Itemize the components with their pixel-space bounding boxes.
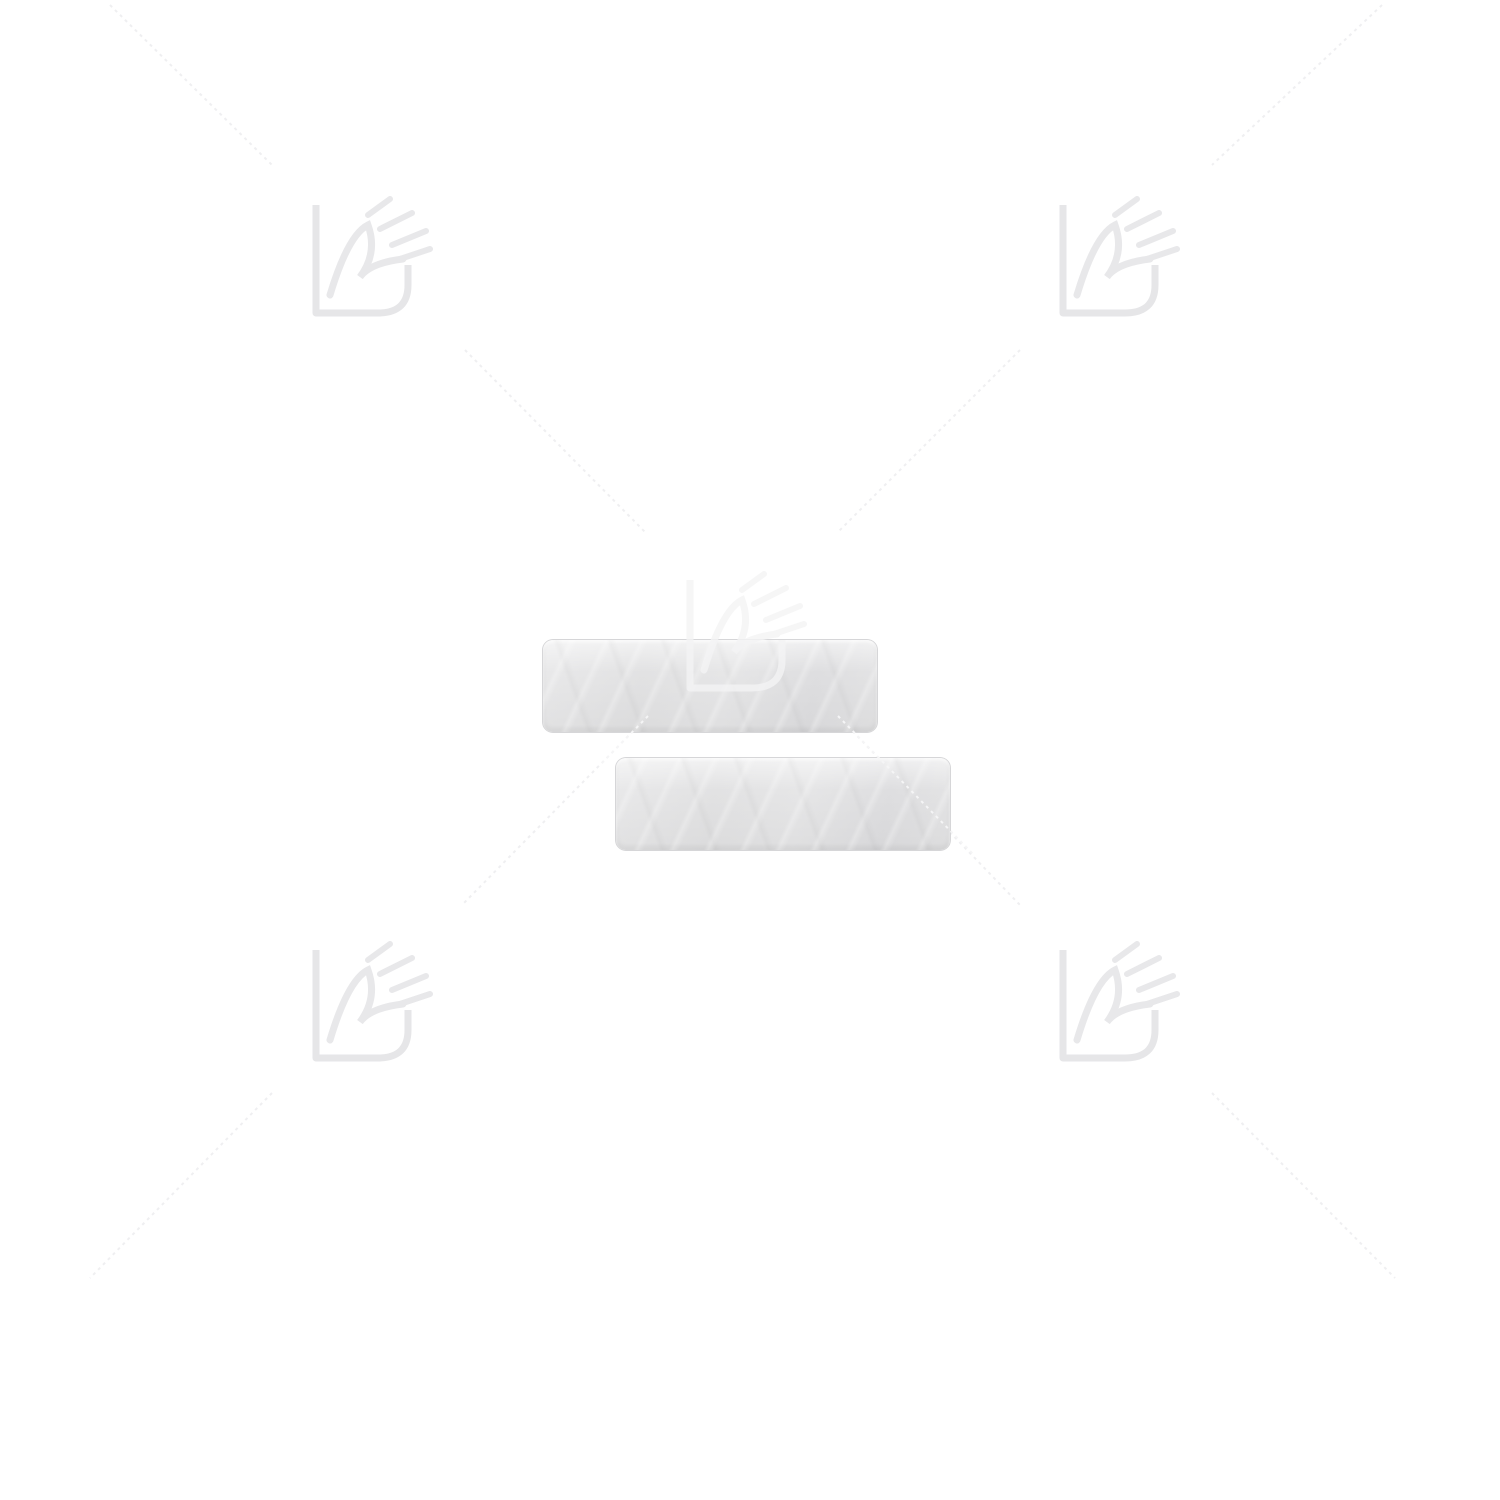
roller-cover-bottom — [616, 758, 950, 850]
roller-cover-top — [543, 640, 877, 732]
watermark-logo-icon — [316, 199, 1177, 1058]
